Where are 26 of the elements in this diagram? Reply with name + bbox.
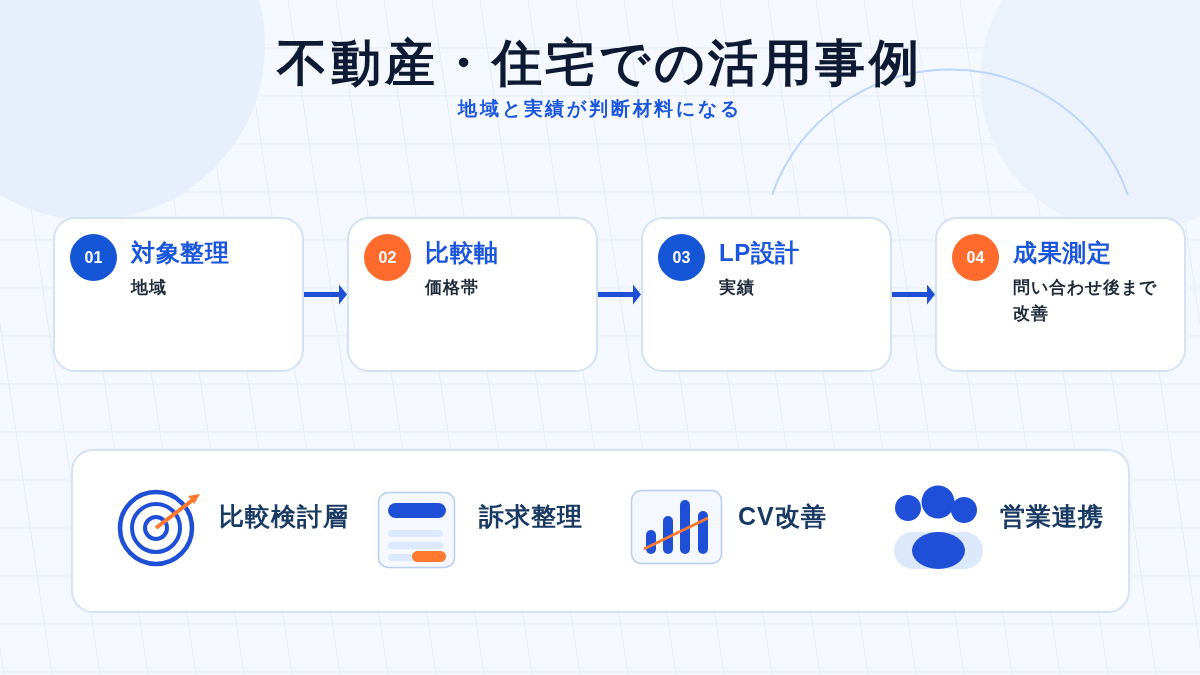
feature-panel (71, 449, 1130, 613)
feature-label: CV改善 (738, 501, 827, 531)
step-card (347, 217, 598, 372)
step-card (53, 217, 304, 372)
step-title: 比較軸 (425, 238, 499, 268)
number-badge: 03 (658, 233, 705, 281)
step-card (935, 217, 1186, 372)
arrow (598, 284, 641, 305)
step-title: 成果測定 (1013, 238, 1111, 268)
subtitle: 地域と実績が判断材料になる (456, 97, 743, 121)
arrow (892, 284, 935, 305)
feature-label: 比較検討層 (219, 501, 349, 531)
step-card (641, 217, 892, 372)
step-description: 地域 (131, 277, 168, 299)
feature-label: 営業連携 (1000, 501, 1104, 531)
number-badge: 01 (70, 233, 117, 281)
arrow (304, 284, 347, 305)
step-title: LP設計 (719, 238, 800, 268)
step-title: 対象整理 (131, 238, 229, 268)
step-description: 問い合わせ後まで改善 (1013, 277, 1158, 325)
step-description: 実績 (719, 277, 756, 299)
number-badge: 02 (364, 233, 411, 281)
title: 不動産・住宅での活用事例 (275, 34, 924, 93)
feature-label: 訴求整理 (479, 501, 583, 531)
number-badge: 04 (952, 233, 999, 281)
step-description: 価格帯 (425, 277, 480, 299)
